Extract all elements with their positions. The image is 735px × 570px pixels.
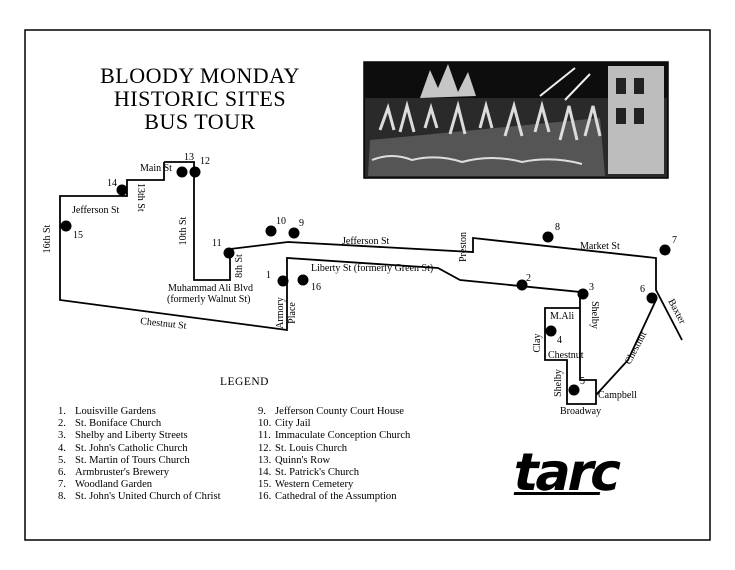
marker-label-16: 16 — [311, 282, 321, 293]
street-place: Place — [287, 302, 298, 324]
street-main: Main St — [140, 163, 172, 174]
street-clay: Clay — [532, 334, 543, 353]
legend-item: 12.St. Louis Church — [258, 442, 348, 454]
marker-label-6: 6 — [640, 284, 645, 295]
title-line-3: BUS TOUR — [144, 109, 256, 134]
map-border — [24, 29, 711, 541]
route-east-diag — [595, 299, 657, 396]
marker-7 — [659, 244, 671, 256]
marker-8 — [542, 231, 554, 243]
street-chestnut-diag: Chestnut — [623, 330, 650, 367]
legend-item: 3.Shelby and Liberty Streets — [58, 430, 188, 442]
legend-column-2: 9.Jefferson County Court House 10.City J… — [258, 406, 410, 504]
marker-label-12: 12 — [200, 156, 210, 167]
marker-label-4: 4 — [557, 335, 562, 346]
marker-9 — [288, 227, 300, 239]
marker-label-2: 2 — [526, 273, 531, 284]
marker-2 — [516, 279, 528, 291]
page-title: BLOODY MONDAY HISTORIC SITES BUS TOUR — [70, 64, 330, 133]
site-markers — [60, 166, 671, 396]
marker-5 — [568, 384, 580, 396]
legend-item: 13.Quinn's Row — [258, 454, 331, 466]
marker-label-7: 7 — [672, 235, 677, 246]
legend-item: 14.St. Patrick's Church — [258, 467, 360, 479]
route-west-loop — [59, 162, 581, 332]
legend-item: 6.Armbruster's Brewery — [58, 467, 169, 479]
street-chestnut-west: Chestnut St — [140, 316, 188, 332]
street-shelby-1: Shelby — [589, 301, 600, 329]
marker-1 — [277, 275, 289, 287]
street-market: Market St — [580, 241, 620, 252]
marker-14 — [116, 184, 128, 196]
marker-label-14: 14 — [107, 178, 117, 189]
legend-item: 5.St. Martin of Tours Church — [58, 454, 190, 466]
legend-item: 16.Cathedral of the Assumption — [258, 491, 397, 503]
marker-16 — [297, 274, 309, 286]
street-campbell: Campbell — [598, 390, 637, 401]
street-shelby-2: Shelby — [553, 369, 564, 397]
marker-label-13: 13 — [184, 152, 194, 163]
marker-label-11: 11 — [212, 238, 222, 249]
marker-11 — [223, 247, 235, 259]
title-line-2: HISTORIC SITES — [113, 86, 287, 111]
marker-10 — [265, 225, 277, 237]
marker-4 — [545, 325, 557, 337]
legend-item: 15.Western Cemetery — [258, 479, 354, 491]
marker-label-10: 10 — [276, 216, 286, 227]
legend-item: 10.City Jail — [258, 418, 311, 430]
street-chestnut-east: Chestnut — [548, 350, 584, 361]
street-walnut: (formerly Walnut St) — [167, 294, 250, 305]
marker-labels: 1 2 3 4 5 6 7 8 9 10 11 12 13 14 15 16 — [73, 152, 677, 387]
legend-item: 2.St. Boniface Church — [58, 418, 162, 430]
marker-15 — [60, 220, 72, 232]
street-m-ali: M.Ali — [550, 311, 574, 322]
marker-label-9: 9 — [299, 218, 304, 229]
street-liberty: Liberty St (formerly Green St) — [311, 263, 433, 274]
legend-title: LEGEND — [220, 376, 269, 388]
marker-3 — [577, 288, 589, 300]
marker-label-1: 1 — [266, 270, 271, 281]
marker-label-8: 8 — [555, 222, 560, 233]
street-16th: 16th St — [42, 224, 53, 253]
title-line-1: BLOODY MONDAY — [100, 63, 300, 88]
legend-column-1: 1.Louisville Gardens 2.St. Boniface Chur… — [58, 406, 221, 504]
tarc-logo: tarc — [508, 443, 625, 503]
marker-label-3: 3 — [589, 282, 594, 293]
route-east — [544, 304, 597, 405]
marker-12 — [189, 166, 201, 178]
legend-item: 7.Woodland Garden — [58, 479, 153, 491]
street-8th: 8th St — [234, 254, 245, 278]
street-10th: 10th St — [178, 216, 189, 245]
marker-label-15: 15 — [73, 230, 83, 241]
street-baxter: Baxter — [665, 297, 688, 326]
marker-13 — [176, 166, 188, 178]
street-muhammad-ali: Muhammad Ali Blvd — [168, 283, 253, 294]
street-armory: Armory — [275, 297, 286, 329]
street-jefferson-east: Jefferson St — [342, 236, 390, 247]
legend-item: 4.St. John's Catholic Church — [58, 442, 188, 454]
legend-item: 9.Jefferson County Court House — [258, 406, 404, 417]
legend-item: 1.Louisville Gardens — [58, 406, 156, 417]
legend-item: 11.Immaculate Conception Church — [258, 430, 411, 442]
riot-illustration — [363, 61, 669, 179]
street-preston: Preston — [458, 232, 469, 262]
marker-label-5: 5 — [580, 376, 585, 387]
street-13th: 13th St — [135, 183, 146, 212]
street-jefferson-west: Jefferson St — [72, 205, 120, 216]
legend-item: 8.St. John's United Church of Christ — [58, 491, 221, 503]
street-broadway: Broadway — [560, 406, 601, 417]
marker-6 — [646, 292, 658, 304]
